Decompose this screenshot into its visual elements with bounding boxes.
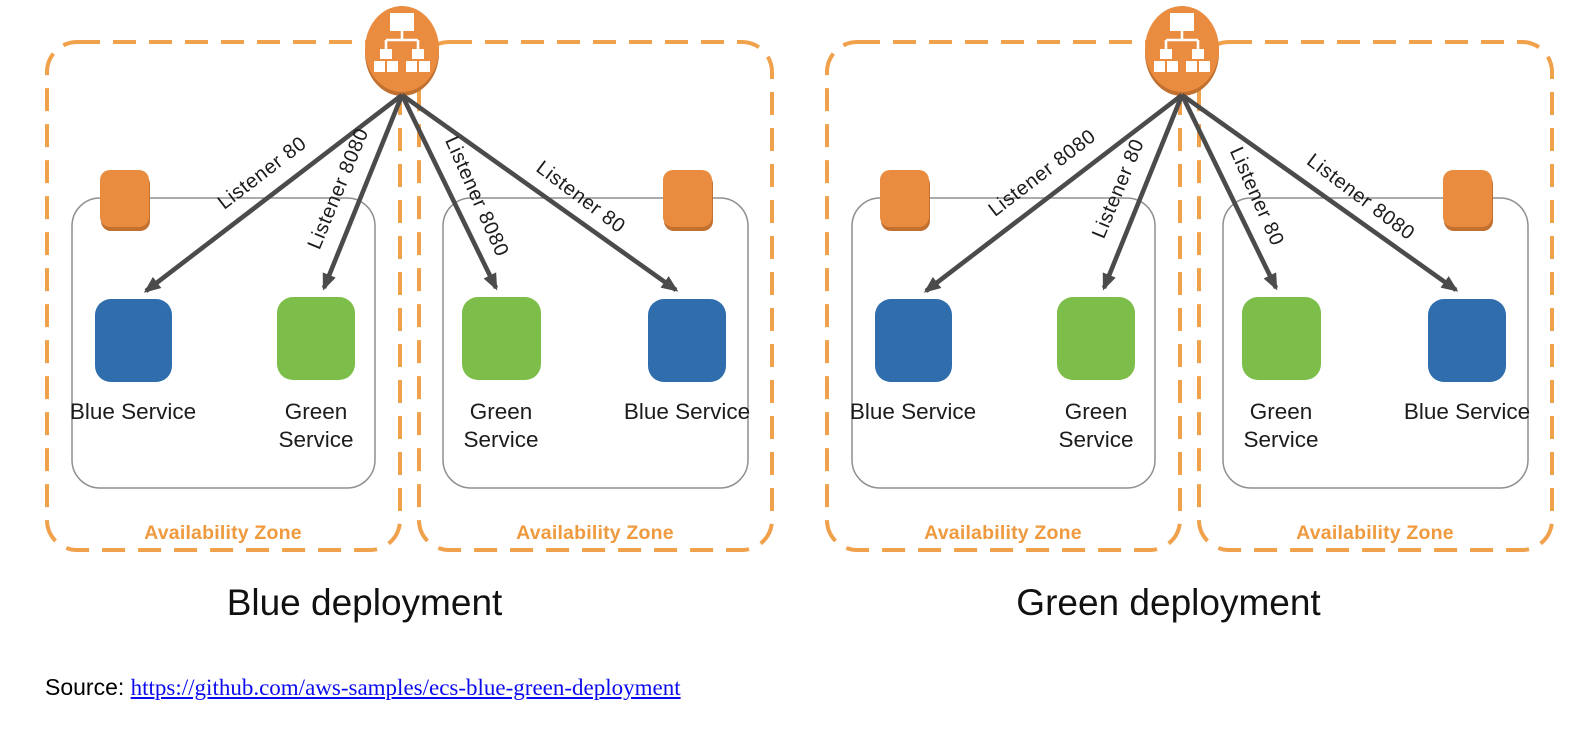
cluster-container <box>851 197 1156 489</box>
service-label: Blue Service <box>850 399 976 424</box>
ecs-instance-icon <box>663 170 713 231</box>
diagram-title: Green deployment <box>1016 582 1321 623</box>
ecs-instance-icon <box>100 170 150 231</box>
load-balancer-icon <box>365 6 439 96</box>
service-label: Blue Service <box>624 399 750 424</box>
source-label: Source: <box>45 674 125 700</box>
green-service-node <box>462 297 541 380</box>
ecs-instance-icon <box>880 170 930 231</box>
cluster-container <box>71 197 376 489</box>
service-label: Blue Service <box>70 399 196 424</box>
diagram-title: Blue deployment <box>226 582 503 623</box>
load-balancer-icon <box>1145 6 1219 96</box>
cluster-container <box>1222 197 1529 489</box>
blue-service-node <box>1428 299 1506 382</box>
cluster-container <box>442 197 749 489</box>
listener-arrow <box>1101 94 1185 291</box>
listener-arrow <box>1179 93 1279 291</box>
blue-service-node <box>95 299 172 382</box>
availability-zone-label: Availability Zone <box>516 522 674 544</box>
source-line: Source: https://github.com/aws-samples/e… <box>45 674 681 701</box>
availability-zone-label: Availability Zone <box>1296 522 1454 544</box>
availability-zone-box <box>417 40 774 552</box>
availability-zone-box <box>825 40 1182 552</box>
availability-zone-box <box>45 40 402 552</box>
listener-arrow <box>923 93 1184 293</box>
source-link[interactable]: https://github.com/aws-samples/ecs-blue-… <box>130 675 681 700</box>
green-service-node <box>277 297 355 380</box>
blue-service-node <box>648 299 726 382</box>
listener-arrow <box>1180 93 1459 292</box>
availability-zone-box <box>1197 40 1554 552</box>
listener-arrow <box>399 93 499 291</box>
listener-arrow <box>400 93 679 292</box>
green-service-node <box>1242 297 1321 380</box>
service-label: Blue Service <box>1404 399 1530 424</box>
green-deployment-diagram: Listener 8080 Listener 80 Listener 80 Li… <box>825 6 1554 552</box>
blue-deployment-diagram: Listener 80 Listener 8080 Listener 8080 … <box>45 6 774 552</box>
availability-zone-label: Availability Zone <box>144 522 302 544</box>
listener-arrow <box>143 93 404 293</box>
listener-arrow <box>321 94 405 291</box>
green-deployment-section: Listener 8080 Listener 80 Listener 80 Li… <box>790 0 1583 650</box>
blue-service-node <box>875 299 952 382</box>
green-service-node <box>1057 297 1135 380</box>
ecs-instance-icon <box>1443 170 1493 231</box>
availability-zone-label: Availability Zone <box>924 522 1082 544</box>
blue-deployment-section: Listener 80 Listener 8080 Listener 8080 … <box>0 0 793 650</box>
